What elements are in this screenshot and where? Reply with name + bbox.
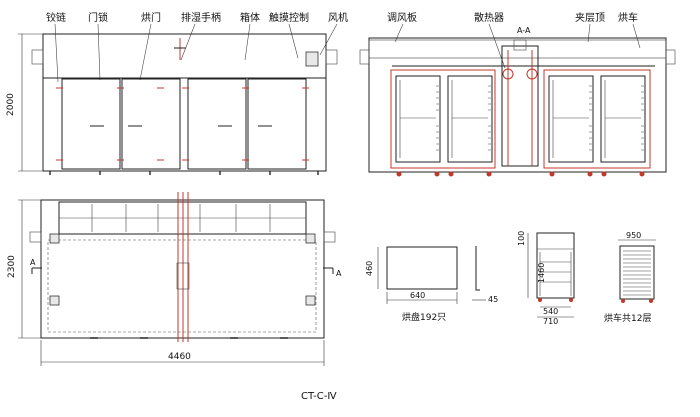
trolley-caption: 烘车共12层 xyxy=(604,312,651,324)
trolley-side-frame xyxy=(619,245,655,300)
dim-trolley-top: 100 xyxy=(517,231,526,246)
dim-trolley-side-width: 950 xyxy=(626,231,641,240)
door-1 xyxy=(61,78,121,170)
touch-panel xyxy=(305,51,319,67)
trolley-4 xyxy=(600,75,646,163)
label-fan: 风机 xyxy=(328,11,348,24)
dim-plan-width: 4460 xyxy=(168,352,191,362)
trolley-1 xyxy=(395,75,441,163)
tray-detail: 460 640 45 烘盘192只 xyxy=(365,246,498,323)
trolley-side-detail: 950 烘车共12层 xyxy=(604,231,656,324)
label-touch-control: 触摸控制 xyxy=(269,11,309,24)
trolley-front-frame xyxy=(536,232,575,299)
section-wheels xyxy=(396,171,645,177)
section-box xyxy=(368,37,667,173)
label-exhaust-handle: 排湿手柄 xyxy=(181,11,221,24)
label-interlayer-top: 夹层顶 xyxy=(575,11,605,24)
section-mark-left: A xyxy=(30,258,36,267)
door-3 xyxy=(187,78,247,170)
trolley-3 xyxy=(548,75,594,163)
label-trolley: 烘车 xyxy=(618,11,638,24)
dim-front-height: 2000 xyxy=(6,93,16,116)
model-caption: CT-C-Ⅳ xyxy=(301,391,337,402)
dim-tray-thickness: 45 xyxy=(488,295,498,304)
dim-tray-width: 640 xyxy=(410,291,425,300)
dim-trolley-height: 1460 xyxy=(537,263,546,283)
trolley-2 xyxy=(447,75,493,163)
section-view: 调风板 散热器 A-A 夹层顶 烘车 xyxy=(359,11,676,177)
dim-trolley-w1: 540 xyxy=(543,307,558,316)
label-door-lock: 门锁 xyxy=(88,11,108,24)
section-mark-right: A xyxy=(336,269,342,278)
label-hinge: 铰链 xyxy=(46,11,66,24)
dim-tray-height: 460 xyxy=(365,261,374,276)
label-section-aa: A-A xyxy=(517,26,531,35)
label-air-damper: 调风板 xyxy=(387,11,417,24)
trolley-front-detail: 100 1460 540 710 xyxy=(517,231,575,326)
door-2 xyxy=(121,78,181,170)
front-view: 铰链 门锁 烘门 排湿手柄 箱体 触摸控制 风机 2000 xyxy=(6,11,348,175)
tray-face xyxy=(386,246,458,290)
door-4 xyxy=(247,78,307,170)
tray-caption: 烘盘192只 xyxy=(402,311,446,323)
dim-trolley-w2: 710 xyxy=(543,317,558,326)
radiator-valve-left xyxy=(502,68,514,80)
label-box-body: 箱体 xyxy=(240,11,260,24)
label-oven-door: 烘门 xyxy=(141,11,161,24)
label-radiator: 散热器 xyxy=(474,11,504,24)
dim-plan-depth: 2300 xyxy=(7,255,17,278)
radiator-valve-right xyxy=(526,68,538,80)
plan-view: A A 2300 4460 xyxy=(7,192,342,366)
front-box xyxy=(42,33,327,172)
